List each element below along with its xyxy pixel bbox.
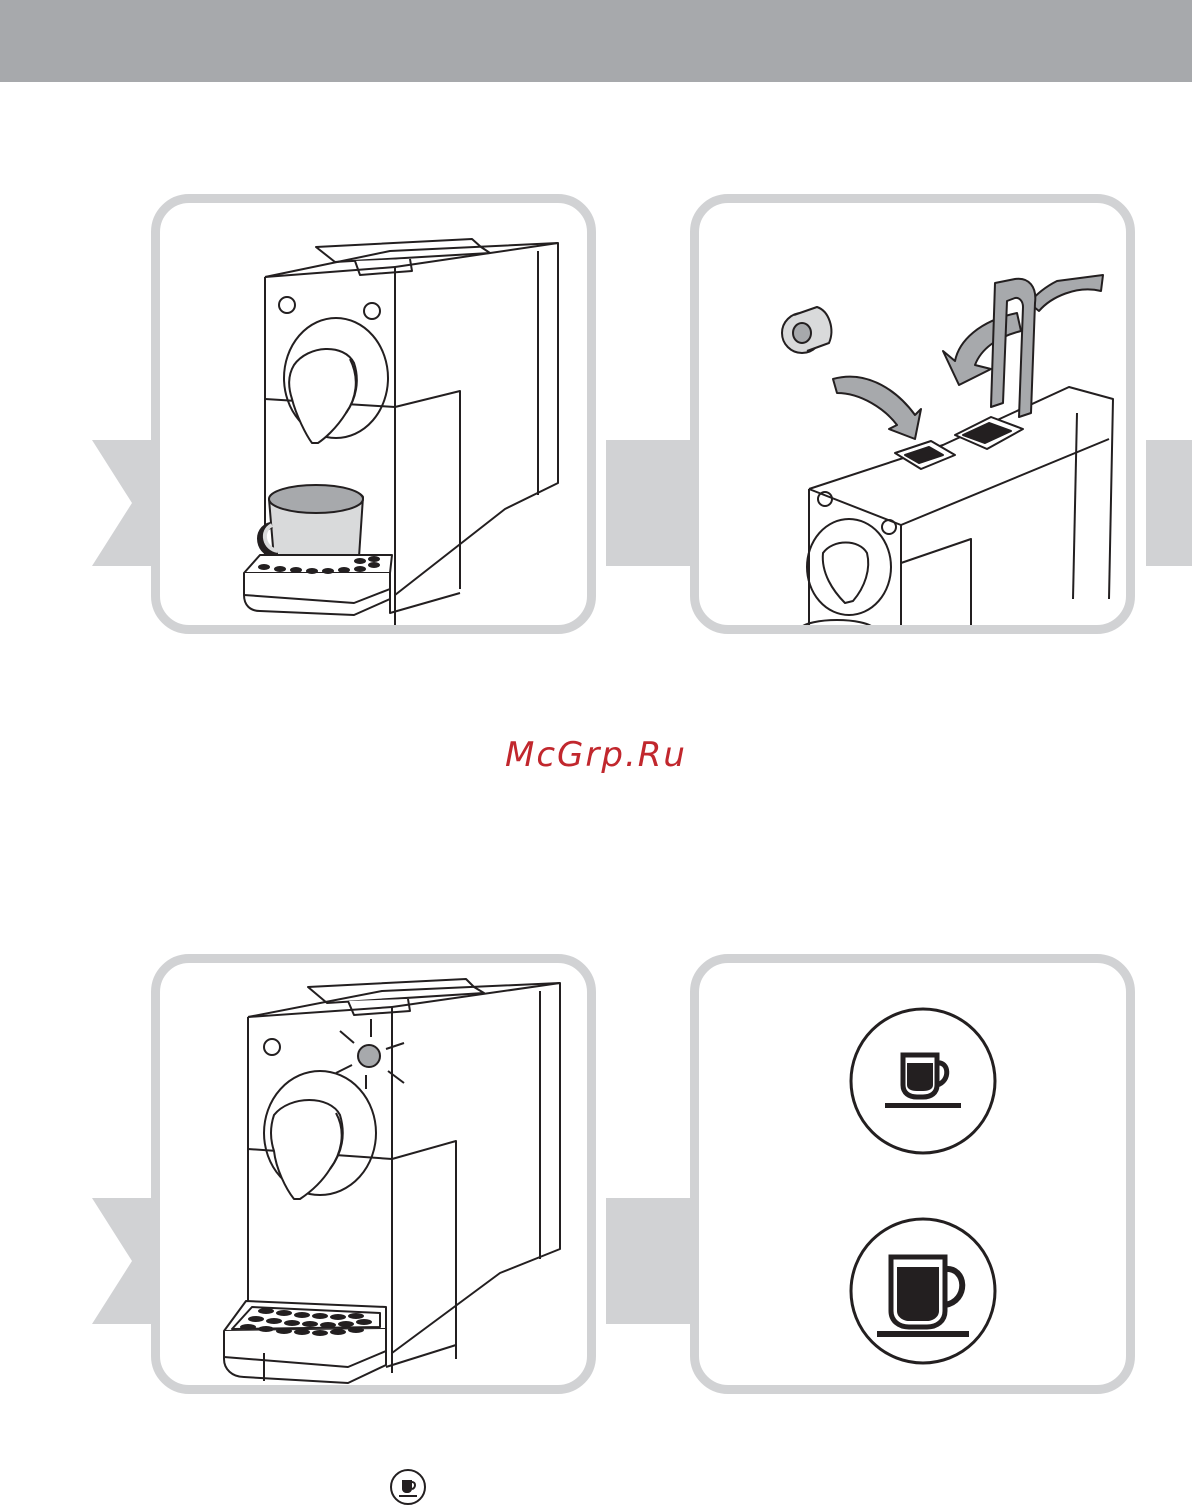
small-cup-button-icon [389, 1468, 427, 1506]
panel-machine-with-cup [151, 194, 596, 634]
flow-arrow-right-edge [1146, 440, 1192, 566]
watermark: McGrp.Ru [0, 735, 1192, 775]
panel-capsule-insertion [690, 194, 1135, 634]
small-cup-button [847, 1005, 999, 1157]
capsule-insertion-illustration [699, 203, 1126, 625]
coffee-machine-icon [160, 963, 587, 1385]
coffee-machine-icon [160, 203, 587, 625]
capsule-icon [782, 307, 831, 353]
header-band [0, 0, 1192, 82]
panel-cup-size-buttons [690, 954, 1135, 1394]
panel-button-light-on [151, 954, 596, 1394]
large-cup-button [847, 1215, 999, 1367]
